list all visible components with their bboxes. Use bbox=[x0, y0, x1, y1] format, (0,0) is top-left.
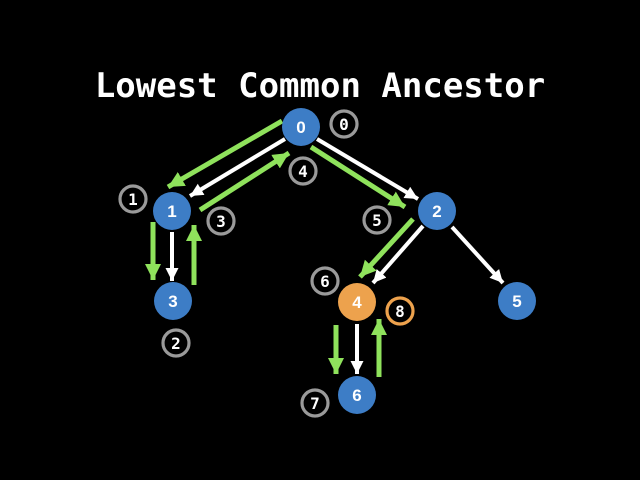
tree-edge-0-2 bbox=[315, 137, 420, 201]
tree-node-label-0: 0 bbox=[296, 118, 305, 137]
tree-node-2: 2 bbox=[418, 192, 456, 230]
visit-badge-label-2: 2 bbox=[171, 334, 181, 353]
visit-badge-label-3: 3 bbox=[216, 212, 226, 231]
tree-node-label-5: 5 bbox=[512, 292, 521, 311]
traversal-arrow-1-0 bbox=[198, 150, 291, 213]
tree-node-circle-6 bbox=[338, 376, 376, 414]
tree-edge-2-5 bbox=[450, 225, 505, 285]
tree-node-circle-4 bbox=[338, 283, 376, 321]
tree-node-label-2: 2 bbox=[432, 202, 441, 221]
traversal-arrow-0-2 bbox=[309, 144, 407, 210]
visit-badge-label-6: 6 bbox=[320, 272, 330, 291]
tree-node-circle-2 bbox=[418, 192, 456, 230]
tree-node-circle-3 bbox=[154, 282, 192, 320]
visit-badge-ring-5 bbox=[362, 205, 392, 235]
tree-node-circle-1 bbox=[153, 192, 191, 230]
visit-badge-label-8: 8 bbox=[395, 302, 405, 321]
visit-badge-0: 0 bbox=[329, 109, 359, 139]
diagram-title: Lowest Common Ancestor bbox=[94, 66, 546, 106]
visit-badge-ring-1 bbox=[118, 184, 148, 214]
visit-badge-ring-7 bbox=[300, 388, 330, 418]
visit-badges-layer: 0 1 2 3 4 5 6 7 8 bbox=[118, 109, 415, 418]
visit-badge-label-5: 5 bbox=[372, 211, 382, 230]
visit-badge-label-0: 0 bbox=[339, 115, 349, 134]
visit-badge-ring-3 bbox=[206, 206, 236, 236]
visit-badge-ring-8 bbox=[385, 296, 415, 326]
tree-node-label-1: 1 bbox=[167, 202, 176, 221]
visit-badge-7: 7 bbox=[300, 388, 330, 418]
tree-node-6: 6 bbox=[338, 376, 376, 414]
visit-badge-8: 8 bbox=[385, 296, 415, 326]
tree-node-1: 1 bbox=[153, 192, 191, 230]
tree-node-5: 5 bbox=[498, 282, 536, 320]
traversal-arrows-layer bbox=[145, 118, 415, 377]
visit-badge-2: 2 bbox=[161, 328, 191, 358]
tree-nodes-layer: 0 1 2 3 4 5 6 bbox=[153, 108, 536, 414]
tree-edge-0-1 bbox=[188, 137, 287, 198]
visit-badge-5: 5 bbox=[362, 205, 392, 235]
tree-edges-layer bbox=[165, 137, 505, 374]
visit-badge-6: 6 bbox=[310, 266, 340, 296]
tree-edge-2-4 bbox=[371, 224, 425, 285]
visit-badge-ring-6 bbox=[310, 266, 340, 296]
visit-badge-label-1: 1 bbox=[128, 190, 138, 209]
tree-node-4: 4 bbox=[338, 283, 376, 321]
tree-node-circle-0 bbox=[282, 108, 320, 146]
tree-node-label-3: 3 bbox=[168, 292, 177, 311]
tree-node-label-6: 6 bbox=[352, 386, 361, 405]
tree-node-circle-5 bbox=[498, 282, 536, 320]
visit-badge-label-7: 7 bbox=[310, 394, 320, 413]
visit-badge-4: 4 bbox=[288, 156, 318, 186]
tree-node-3: 3 bbox=[154, 282, 192, 320]
tree-node-0: 0 bbox=[282, 108, 320, 146]
tree-node-label-4: 4 bbox=[352, 293, 362, 312]
traversal-arrow-0-1 bbox=[166, 118, 284, 190]
traversal-arrow-2-4 bbox=[358, 217, 415, 279]
visit-badge-ring-0 bbox=[329, 109, 359, 139]
visit-badge-3: 3 bbox=[206, 206, 236, 236]
visit-badge-1: 1 bbox=[118, 184, 148, 214]
visit-badge-ring-4 bbox=[288, 156, 318, 186]
visit-badge-label-4: 4 bbox=[298, 162, 308, 181]
visit-badge-ring-2 bbox=[161, 328, 191, 358]
